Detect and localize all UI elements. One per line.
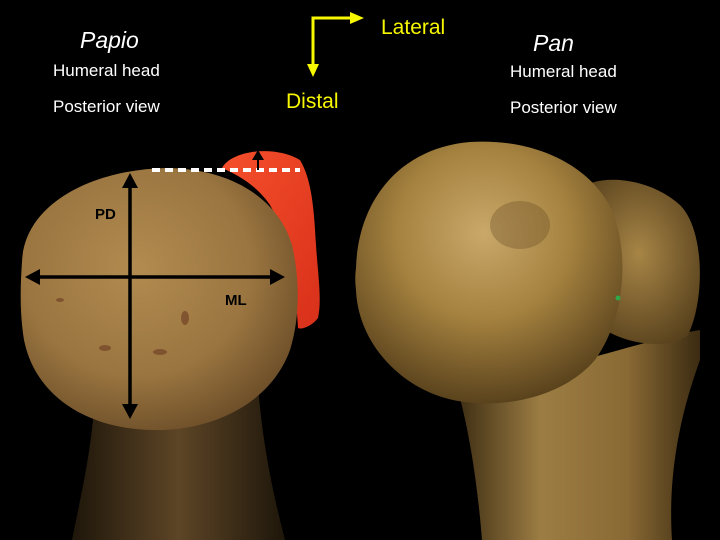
distal-arrowhead	[307, 64, 319, 77]
ml-label: ML	[225, 292, 247, 309]
pd-measurement-arrow	[122, 173, 138, 419]
orientation-axes	[311, 16, 352, 68]
papio-humeral-head	[20, 168, 298, 431]
pan-surface-mark	[490, 201, 550, 249]
pan-humerus	[355, 141, 700, 540]
papio-species-label: Papio	[80, 27, 139, 53]
papio-surface-marks	[56, 298, 189, 355]
pan-humeral-head	[355, 141, 623, 404]
papio-humeral-head-label: Humeral head	[53, 61, 160, 80]
papio-view-label: Posterior view	[53, 97, 160, 116]
orientation-arrows	[307, 12, 364, 77]
papio-displacement-arrow	[252, 150, 264, 170]
distal-label: Distal	[286, 90, 339, 113]
pan-green-dot	[615, 295, 621, 301]
ml-measurement-arrow	[25, 269, 285, 285]
pd-label: PD	[95, 206, 116, 223]
pan-view-label: Posterior view	[510, 98, 617, 117]
lateral-label: Lateral	[381, 16, 446, 39]
pan-species-label: Pan	[533, 30, 574, 56]
lateral-arrowhead	[350, 12, 364, 24]
pan-humeral-head-label: Humeral head	[510, 62, 617, 81]
papio-humerus: PD ML	[20, 150, 320, 540]
